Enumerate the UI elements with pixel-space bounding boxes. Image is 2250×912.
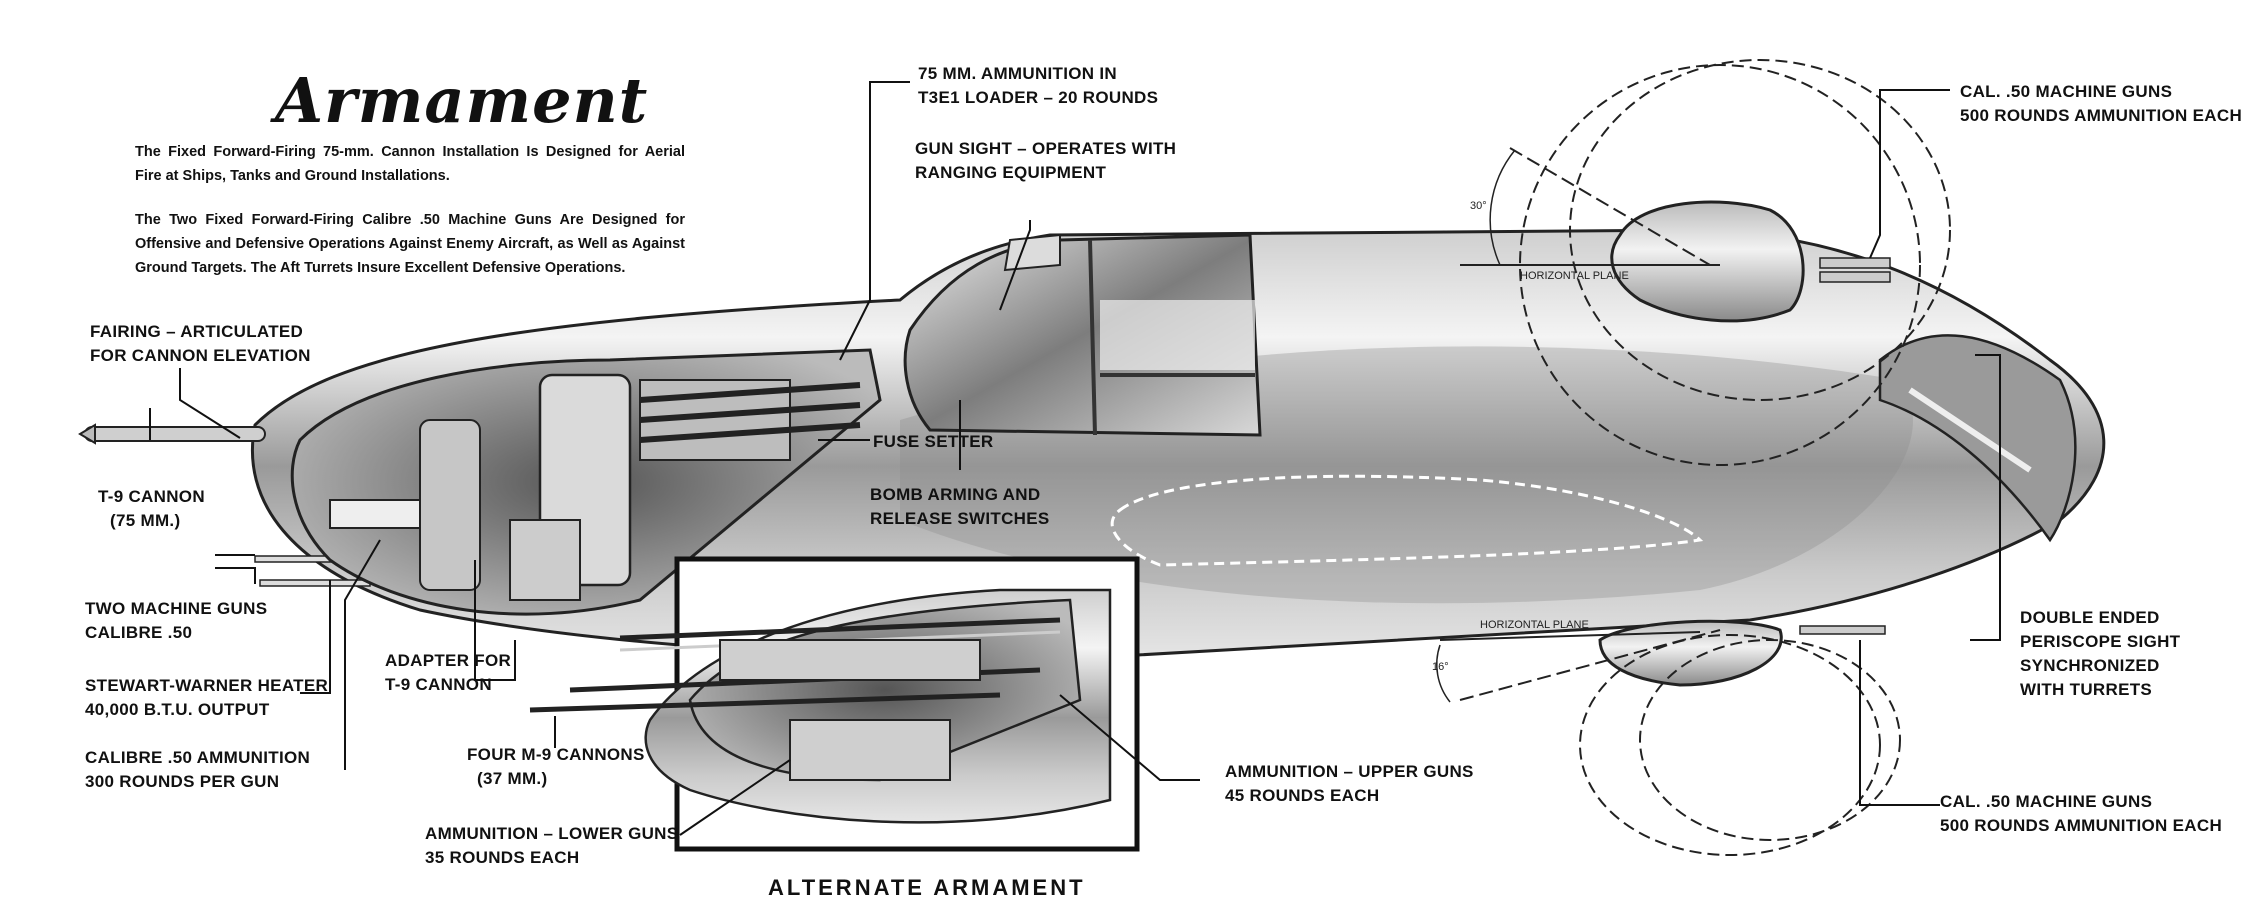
paragraph-machine-guns: The Two Fixed Forward-Firing Calibre .50… (135, 212, 685, 276)
leader-lines (149, 81, 2001, 836)
label-fuse-setter: FUSE SETTER (873, 432, 994, 451)
t9-cannon-barrel (84, 426, 266, 442)
diagram-title: Armament (275, 64, 649, 137)
upper-turret (1610, 200, 1805, 323)
horizontal-plane-upper: HORIZONTAL PLANE (1520, 270, 1629, 282)
angle-lower: 16° (1432, 661, 1449, 673)
bomb-bay-outline (1110, 474, 1704, 567)
horizontal-plane-lower: HORIZONTAL PLANE (1480, 619, 1589, 631)
lower-turret (1598, 619, 1783, 687)
alternate-armament-caption: ALTERNATE ARMAMENT (768, 875, 1086, 900)
label-four-m9-cannons: FOUR M-9 CANNONS(37 MM.) (467, 745, 645, 788)
label-t9-cannon: T-9 CANNON(75 MM.) (98, 487, 205, 530)
angle-upper: 30° (1470, 200, 1487, 212)
fuselage (250, 228, 2106, 662)
paragraph-cannon: The Fixed Forward-Firing 75-mm. Cannon I… (135, 144, 685, 184)
